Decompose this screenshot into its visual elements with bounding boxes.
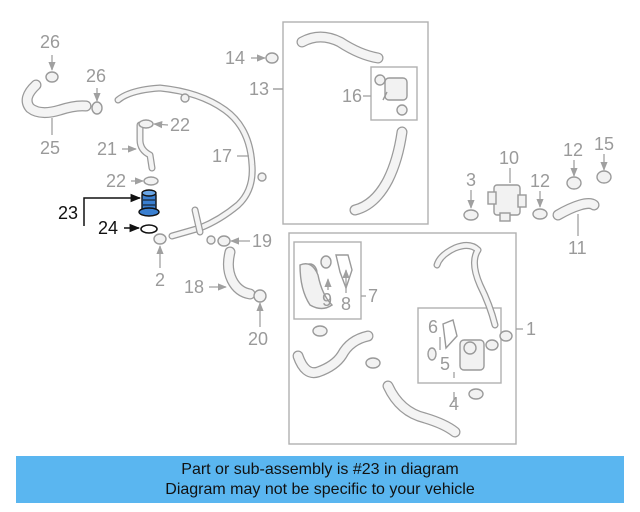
clamp-22a [138, 119, 154, 129]
part-10-housing [487, 184, 527, 222]
clamp-1 [499, 330, 513, 342]
callout-26a: 26 [40, 32, 60, 52]
callout-9: 9 [322, 290, 332, 310]
callout-2: 2 [155, 270, 165, 290]
callout-23: 23 [58, 203, 78, 223]
callout-12a: 12 [563, 140, 583, 160]
hose-box1-lower [382, 380, 461, 438]
callout-6: 6 [428, 317, 438, 337]
callout-21: 21 [97, 139, 117, 159]
clamp-15 [596, 170, 612, 184]
pipe-upper-box1 [433, 241, 499, 329]
leader-lines [48, 54, 608, 402]
callout-17: 17 [212, 146, 232, 166]
callout-16: 16 [342, 86, 362, 106]
part-7-flange [299, 263, 334, 310]
part-23-fitting [138, 189, 160, 217]
hose-25 [21, 79, 92, 119]
callout-12b: 12 [530, 171, 550, 191]
clamp-box1-left [312, 325, 328, 337]
clamp-14 [265, 52, 279, 64]
clamp-box1-right [485, 339, 499, 351]
part-6-gasket [442, 319, 458, 350]
callout-1: 1 [526, 319, 536, 339]
callout-10: 10 [499, 148, 519, 168]
group-box-6-5 [417, 307, 502, 384]
part-5-housing [427, 339, 485, 371]
hose-13b [349, 126, 408, 216]
clamp-19 [217, 235, 231, 247]
clamp-3 [463, 209, 479, 221]
clamp-box1-center [365, 357, 381, 369]
callout-7: 7 [368, 286, 378, 306]
callout-22b: 22 [106, 171, 126, 191]
callout-14: 14 [225, 48, 245, 68]
callout-22a: 22 [170, 115, 190, 135]
clamp-26b [91, 101, 103, 115]
callout-8: 8 [341, 294, 351, 314]
callout-26b: 26 [86, 66, 106, 86]
group-box-16 [370, 66, 418, 121]
callout-24: 24 [98, 218, 118, 238]
callout-3: 3 [466, 170, 476, 190]
banner-line-1: Part or sub-assembly is #23 in diagram [181, 461, 459, 478]
clamp-12b [532, 208, 548, 220]
clamp-12a [566, 176, 582, 190]
callouts: 26 26 25 22 21 22 23 24 2 17 19 18 20 14… [40, 32, 614, 414]
callout-13: 13 [249, 79, 269, 99]
leader-23 [83, 193, 142, 226]
callout-25: 25 [40, 138, 60, 158]
clamp-20 [253, 289, 267, 303]
callout-4: 4 [449, 394, 459, 414]
group-box-1 [288, 232, 517, 445]
banner-line-2: Diagram may not be specific to your vehi… [165, 481, 475, 498]
exploded-parts-diagram: 26 26 25 22 21 22 23 24 2 17 19 18 20 14… [21, 21, 614, 445]
callout-11: 11 [568, 238, 587, 258]
clamp-22b [143, 176, 159, 186]
hose-box1-mid [292, 330, 374, 379]
part-24-o-ring [140, 224, 158, 234]
clamp-2 [153, 233, 167, 245]
group-box-13 [282, 21, 429, 225]
clamp-26a [45, 71, 59, 83]
part-8-gasket [335, 254, 353, 291]
callout-20: 20 [248, 329, 268, 349]
callout-5: 5 [440, 354, 450, 374]
part-info-banner: Part or sub-assembly is #23 in diagram D… [16, 456, 624, 503]
clamp-4 [468, 388, 484, 400]
callout-19: 19 [252, 231, 272, 251]
hose-13a [296, 31, 384, 64]
pipe-17 [114, 84, 267, 245]
hose-21 [136, 121, 156, 172]
callout-18: 18 [184, 277, 204, 297]
part-9-ring [320, 255, 332, 269]
hose-11 [552, 198, 600, 221]
group-box-7 [293, 241, 362, 320]
callout-15: 15 [594, 134, 614, 154]
part-16-thermostat [374, 74, 408, 116]
hose-18 [222, 246, 256, 300]
